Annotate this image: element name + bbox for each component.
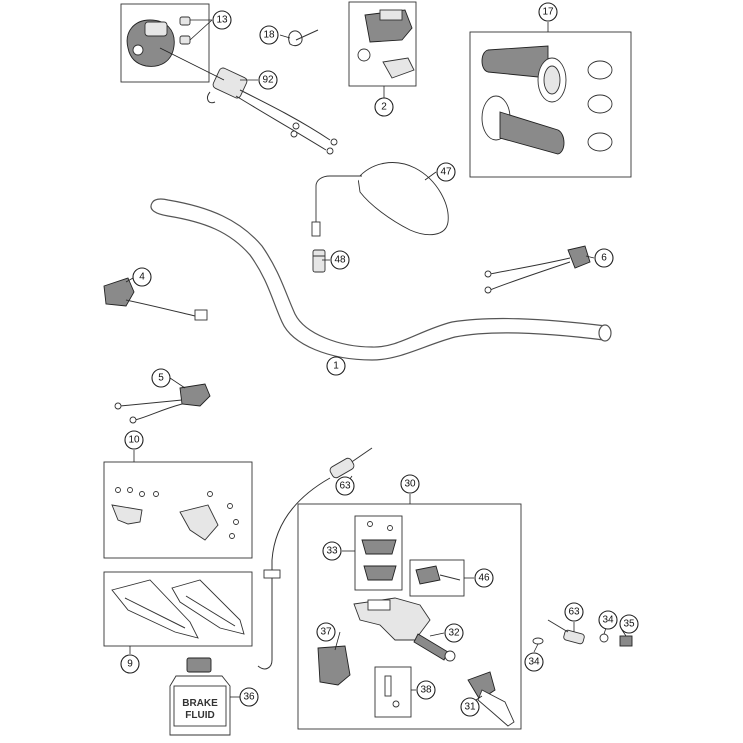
- callout-36: 36: [239, 687, 259, 707]
- mirror-adapter: [312, 249, 326, 273]
- callout-31: 31: [460, 697, 480, 717]
- cover-37: [317, 645, 351, 686]
- brake-lever-31: [467, 671, 515, 727]
- callout-34-left: 34: [524, 652, 544, 672]
- callout-31-label: 31: [464, 702, 476, 713]
- handguards: [111, 579, 245, 639]
- callout-6: 6: [594, 248, 614, 268]
- callout-36-label: 36: [243, 692, 255, 703]
- banjo-parts: [532, 619, 633, 647]
- pin-38: [384, 675, 400, 708]
- callout-35-label: 35: [623, 619, 635, 630]
- throttle-cables: [207, 67, 338, 155]
- group-box-38: [374, 666, 412, 718]
- callout-37-label: 37: [320, 627, 332, 638]
- callout-34-right: 34: [598, 610, 618, 630]
- callout-5-label: 5: [158, 373, 164, 384]
- callout-13-label: 13: [216, 15, 228, 26]
- callout-4: 4: [132, 267, 152, 287]
- hydraulic-hose: [257, 447, 373, 670]
- callout-32-label: 32: [448, 628, 460, 639]
- cable-tie: [288, 29, 319, 47]
- switch-housing-2: [357, 9, 415, 79]
- callout-63-top: 63: [335, 476, 355, 496]
- callout-48: 48: [330, 250, 350, 270]
- callout-10: 10: [124, 430, 144, 450]
- reservoir-cover-33: [361, 521, 397, 581]
- callout-30-label: 30: [404, 479, 416, 490]
- callout-34-right-label: 34: [602, 615, 614, 626]
- group-box-13: [120, 3, 210, 83]
- handguard-mount-kit: [111, 487, 239, 541]
- callout-17: 17: [538, 2, 558, 22]
- callout-63-top-label: 63: [339, 481, 351, 492]
- callout-1: 1: [326, 356, 346, 376]
- callout-13: 13: [212, 10, 232, 30]
- callout-46-label: 46: [478, 573, 490, 584]
- callout-46: 46: [474, 568, 494, 588]
- callout-9: 9: [120, 654, 140, 674]
- callout-47: 47: [436, 162, 456, 182]
- callout-33: 33: [322, 541, 342, 561]
- brake-fluid-label-line1: BRAKE: [182, 698, 218, 709]
- mirror: [311, 162, 449, 237]
- callout-35: 35: [619, 614, 639, 634]
- callout-1-label: 1: [333, 361, 339, 372]
- callout-2: 2: [374, 97, 394, 117]
- callout-92-label: 92: [262, 75, 274, 86]
- callout-9-label: 9: [127, 659, 133, 670]
- callout-63-right-label: 63: [568, 607, 580, 618]
- group-box-9: [103, 571, 253, 647]
- grip-rings: [587, 60, 613, 152]
- callout-47-label: 47: [440, 167, 452, 178]
- callout-38-label: 38: [420, 685, 432, 696]
- callout-17-label: 17: [542, 7, 554, 18]
- grip-upper: [481, 45, 567, 103]
- adjuster-screw-32: [413, 633, 456, 662]
- group-box-30: [297, 503, 522, 730]
- callout-63-right: 63: [564, 602, 584, 622]
- brake-fluid-label-line2: FLUID: [185, 710, 214, 721]
- callout-5: 5: [151, 368, 171, 388]
- master-cylinder-body: [353, 597, 431, 641]
- group-box-2: [348, 1, 417, 87]
- clamp-46: [415, 565, 461, 585]
- throttle-housing: [126, 16, 191, 67]
- left-switch: [103, 277, 208, 321]
- callout-33-label: 33: [326, 546, 338, 557]
- grip-lower: [481, 95, 565, 155]
- callout-4-label: 4: [139, 272, 145, 283]
- callout-38: 38: [416, 680, 436, 700]
- brake-fluid-bottle: [169, 657, 231, 736]
- callout-30: 30: [400, 474, 420, 494]
- right-switch: [484, 245, 591, 294]
- callout-37: 37: [316, 622, 336, 642]
- callout-2-label: 2: [381, 102, 387, 113]
- callout-18-label: 18: [263, 30, 275, 41]
- callout-32: 32: [444, 623, 464, 643]
- handlebar: [150, 198, 612, 361]
- callout-6-label: 6: [601, 253, 607, 264]
- callout-18: 18: [259, 25, 279, 45]
- group-box-10: [103, 461, 253, 559]
- callout-48-label: 48: [334, 255, 346, 266]
- callout-92: 92: [258, 70, 278, 90]
- callout-34-left-label: 34: [528, 657, 540, 668]
- callout-10-label: 10: [128, 435, 140, 446]
- group-box-17: [469, 31, 632, 178]
- group-box-33: [354, 515, 403, 591]
- kill-switch-5: [114, 383, 211, 424]
